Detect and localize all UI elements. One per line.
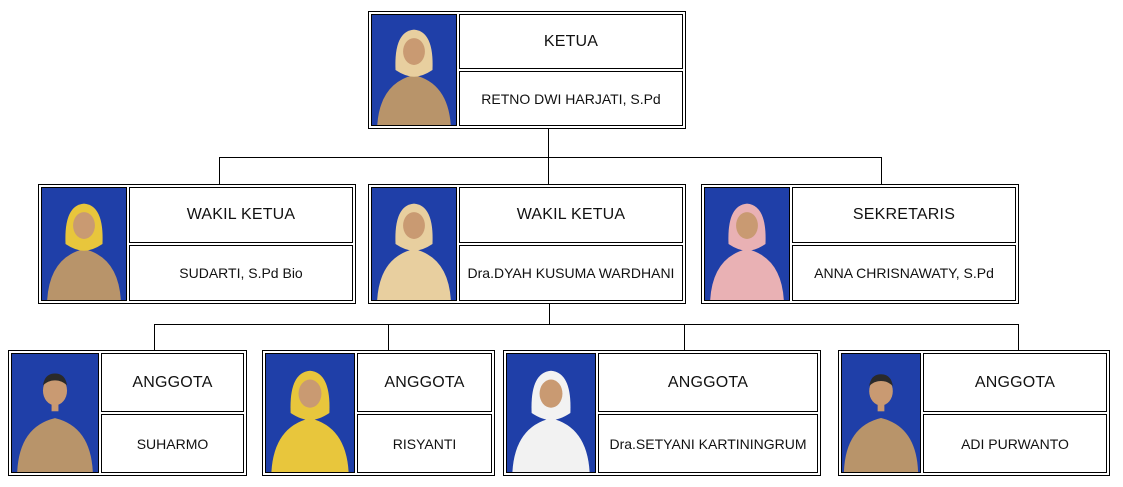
connector-level3-bar	[154, 324, 1019, 325]
photo-anggota-3	[506, 353, 596, 473]
name-label: Dra.SETYANI KARTININGRUM	[598, 414, 818, 473]
name-label: SUHARMO	[101, 414, 244, 473]
role-label: ANGGOTA	[598, 353, 818, 412]
connector-to-sekretaris	[881, 157, 882, 185]
connector-ketua-down	[548, 128, 549, 157]
portrait-graphic	[372, 15, 456, 125]
name-label: ANNA CHRISNAWATY, S.Pd	[792, 245, 1016, 301]
role-label: KETUA	[459, 14, 683, 69]
connector-to-wakil-2	[548, 157, 549, 185]
connector-to-wakil-1	[219, 157, 220, 185]
card-anggota-1: ANGGOTA SUHARMO	[8, 350, 247, 476]
portrait-graphic	[705, 188, 789, 300]
photo-anggota-2	[265, 353, 355, 473]
name-label: Dra.DYAH KUSUMA WARDHANI	[459, 245, 683, 301]
portrait-graphic	[842, 354, 920, 472]
role-label: ANGGOTA	[923, 353, 1107, 412]
portrait-graphic	[42, 188, 126, 300]
photo-anggota-4	[841, 353, 921, 473]
card-anggota-2: ANGGOTA RISYANTI	[262, 350, 495, 476]
portrait-graphic	[507, 354, 595, 472]
connector-to-anggota-3	[684, 324, 685, 351]
portrait-graphic	[266, 354, 354, 472]
connector-level2-bar	[219, 157, 882, 158]
connector-to-anggota-1	[154, 324, 155, 351]
role-label: SEKRETARIS	[792, 187, 1016, 243]
card-anggota-3: ANGGOTA Dra.SETYANI KARTININGRUM	[503, 350, 821, 476]
name-label: RISYANTI	[357, 414, 492, 473]
connector-wakil-2-down	[549, 304, 550, 324]
role-label: WAKIL KETUA	[129, 187, 353, 243]
role-label: ANGGOTA	[101, 353, 244, 412]
photo-sekretaris	[704, 187, 790, 301]
name-label: ADI PURWANTO	[923, 414, 1107, 473]
portrait-graphic	[12, 354, 98, 472]
role-label: WAKIL KETUA	[459, 187, 683, 243]
connector-to-anggota-2	[388, 324, 389, 351]
card-ketua: KETUA RETNO DWI HARJATI, S.Pd	[368, 11, 686, 129]
name-label: RETNO DWI HARJATI, S.Pd	[459, 71, 683, 126]
photo-ketua	[371, 14, 457, 126]
connector-to-anggota-4	[1018, 324, 1019, 351]
card-anggota-4: ANGGOTA ADI PURWANTO	[838, 350, 1110, 476]
photo-wakil-ketua-1	[41, 187, 127, 301]
card-sekretaris: SEKRETARIS ANNA CHRISNAWATY, S.Pd	[701, 184, 1019, 304]
name-label: SUDARTI, S.Pd Bio	[129, 245, 353, 301]
portrait-graphic	[372, 188, 456, 300]
role-label: ANGGOTA	[357, 353, 492, 412]
card-wakil-ketua-1: WAKIL KETUA SUDARTI, S.Pd Bio	[38, 184, 356, 304]
photo-anggota-1	[11, 353, 99, 473]
card-wakil-ketua-2: WAKIL KETUA Dra.DYAH KUSUMA WARDHANI	[368, 184, 686, 304]
photo-wakil-ketua-2	[371, 187, 457, 301]
